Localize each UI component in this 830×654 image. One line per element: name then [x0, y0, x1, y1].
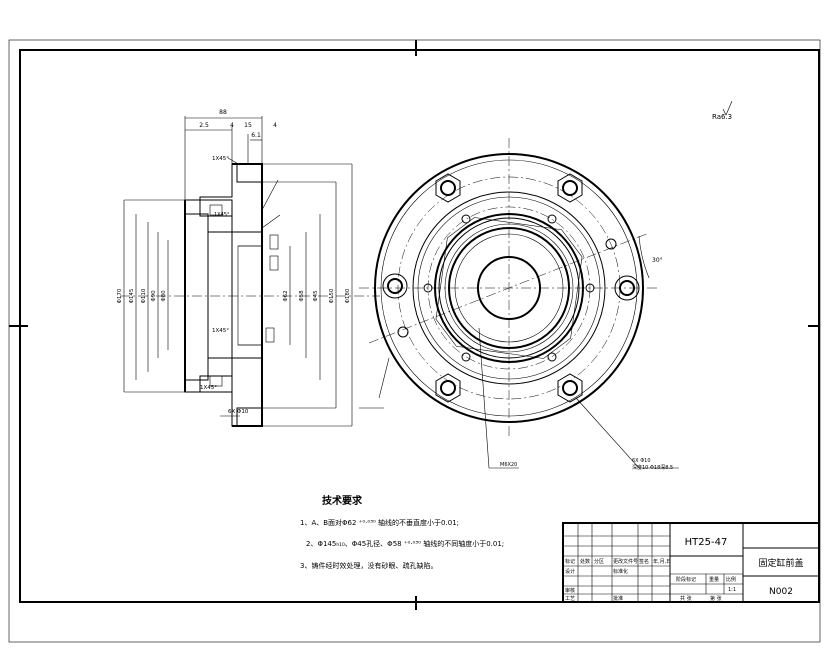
dim-d110: Φ110 — [141, 288, 147, 303]
dim-6-1: 6.1 — [251, 132, 261, 139]
chamfer-2: 1X45° — [212, 328, 229, 334]
tech-item-2: 2、Φ145ₕ₁₀、Φ45孔径、Φ58 ⁺⁰·⁰³⁰ 轴线的不同轴度小于0.01… — [306, 539, 504, 548]
dim-15: 15 — [244, 122, 252, 129]
bolt-hole-1 — [435, 173, 461, 203]
bolt-hole-5 — [435, 373, 461, 403]
title-block: 标记 处数 分区 更改文件号 签名 年,月,日 设计 标准化 审核 工艺 批准 … — [562, 522, 820, 603]
dim-d180: Φ180 — [345, 288, 351, 303]
tb-design: 设计 — [565, 568, 575, 575]
dim-4a: 4 — [230, 122, 234, 129]
dim-d150: Φ150 — [329, 288, 335, 303]
roughness-symbol: Ra6.3 — [712, 100, 733, 121]
dim-d170: Φ170 — [117, 288, 123, 303]
tb-standard: 标准化 — [613, 568, 628, 575]
part-name: 固定缸前盖 — [758, 557, 803, 569]
tb-date: 年,月,日 — [653, 558, 671, 565]
dim-2-5: 2.5 — [199, 122, 209, 129]
bolt-hole-6 — [557, 373, 583, 403]
front-view: 30° — [359, 138, 679, 469]
outer-border — [8, 39, 821, 643]
tb-zone: 分区 — [594, 558, 604, 565]
bolt-hole-3 — [382, 273, 408, 299]
bolt-hole-4 — [614, 275, 640, 301]
material: HT25-47 — [685, 537, 728, 548]
dim-d80: Φ80 — [161, 290, 167, 302]
tech-item-3: 3、铸件经时效处理，没有砂眼、疏孔缺陷。 — [300, 561, 437, 570]
chamfer-3: 1X45° — [200, 385, 217, 391]
tb-mark: 标记 — [565, 558, 575, 565]
counterbore-note-2: 深度10 Φ18深8.5 — [632, 464, 673, 471]
section-view: 88 2.5 4 15 6.1 4 1X45° 1X45° 1X45° 1X45… — [117, 109, 380, 427]
tb-change: 更改文件号 — [613, 558, 638, 565]
dim-d90: Φ90 — [151, 290, 157, 302]
chamfer-1: 1X45° — [212, 156, 229, 162]
dim-4b: 4 — [273, 122, 277, 129]
tech-item-1: 1、A、B面对Φ62 ⁺⁰·⁰³⁰ 轴线的不垂直度小于0.01; — [300, 518, 459, 527]
tech-heading: 技术要求 — [322, 494, 363, 507]
angle-dim: 30° — [652, 257, 663, 264]
tb-stage: 阶段标记 — [676, 576, 696, 583]
tb-count: 处数 — [580, 558, 590, 565]
dim-88: 88 — [219, 109, 227, 116]
tb-total: 共 张 — [680, 595, 692, 602]
hole-note: M6X20 — [500, 462, 517, 468]
tb-approve: 批准 — [613, 595, 623, 602]
dim-d45: Φ45 — [313, 290, 319, 302]
outer-flange-circle — [374, 153, 644, 423]
right-diameter-dims: Φ62 Φ58 Φ45 Φ150 Φ180 — [262, 163, 353, 427]
tech-requirements: 技术要求 1、A、B面对Φ62 ⁺⁰·⁰³⁰ 轴线的不垂直度小于0.01; 2、… — [300, 494, 504, 570]
center-bore — [477, 256, 541, 320]
dim-d145: Φ145 — [129, 288, 135, 303]
tb-ratio: 比例 — [726, 576, 736, 583]
tb-weight: 重量 — [709, 576, 719, 583]
counterbore-note-1: 6X Φ10 — [632, 458, 651, 464]
bolt-hole-2 — [557, 173, 583, 203]
roughness-text: Ra6.3 — [712, 113, 732, 121]
left-diameter-dims: Φ170 Φ145 Φ110 Φ90 Φ80 — [117, 199, 185, 393]
dim-d62: Φ62 — [283, 290, 289, 301]
tb-sheetno: 第 张 — [710, 595, 722, 602]
tb-review: 审核 — [565, 587, 575, 594]
tb-signature: 签名 — [639, 558, 649, 565]
drawing-number: N002 — [769, 587, 793, 597]
tb-scale: 1:1 — [728, 587, 736, 593]
dim-d58: Φ58 — [299, 290, 305, 302]
leader-note-bottom: 6X Φ10 — [228, 409, 249, 415]
chamfer-4: 1X45° — [214, 212, 230, 218]
tb-process: 工艺 — [565, 596, 575, 602]
